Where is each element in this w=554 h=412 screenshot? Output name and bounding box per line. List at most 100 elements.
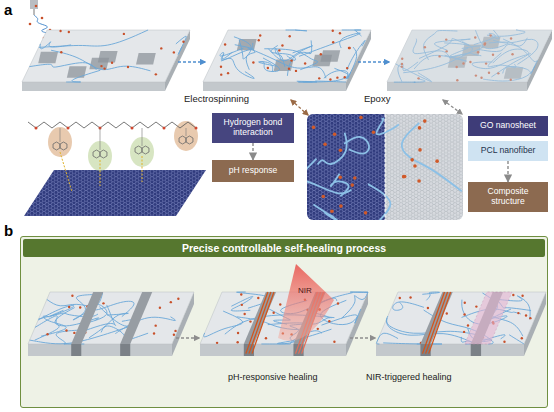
aromatic-ring: [135, 146, 142, 154]
particle: [320, 53, 322, 55]
result-box: pH response: [212, 160, 294, 182]
particle: [348, 47, 350, 49]
syringe: [30, 0, 38, 9]
process-arrow: [350, 337, 375, 338]
go-nanosheet: [89, 58, 109, 69]
slab-front: [28, 344, 172, 356]
node-text: Hydrogen bond interaction: [215, 118, 291, 138]
particle: [464, 302, 466, 304]
bond: [142, 128, 143, 146]
particle: [159, 307, 161, 309]
particle: [364, 211, 368, 215]
crack-notch: [71, 344, 81, 356]
particle: [249, 320, 251, 322]
particle: [336, 76, 338, 78]
result-box: Composite structure: [468, 182, 548, 212]
nanofiber: [176, 36, 186, 54]
node-text: GO nanosheet: [480, 121, 536, 131]
panel-b-illustration: [28, 264, 546, 356]
particle: [446, 312, 448, 314]
particle: [353, 176, 357, 180]
particle: [259, 34, 261, 36]
particle: [29, 23, 32, 26]
particle: [295, 70, 297, 72]
needle: [34, 9, 35, 15]
process-arrow: [443, 100, 462, 114]
particle: [281, 44, 283, 46]
particle: [321, 195, 325, 199]
nanofiber: [271, 45, 296, 60]
nanofiber: [315, 81, 346, 83]
particle: [338, 176, 342, 180]
slab-front: [387, 82, 527, 91]
nanofiber: [342, 292, 368, 318]
polymer-chain: [28, 122, 196, 128]
panel-letter: a: [4, 1, 12, 18]
particle: [60, 51, 62, 53]
go-nanosheet: [320, 50, 340, 61]
graphene-sheet: [24, 170, 206, 216]
crack-notch: [120, 344, 130, 356]
particle: [339, 32, 341, 34]
particle: [418, 148, 422, 152]
particle: [41, 17, 44, 20]
nanofiber: [39, 30, 148, 47]
panel-a-illustration: [22, 0, 552, 115]
particle: [463, 313, 465, 315]
nanofiber: [313, 205, 338, 220]
nanofiber: [115, 317, 175, 334]
crack-notch: [471, 344, 481, 356]
nanofiber: [51, 50, 150, 71]
particle: [332, 41, 334, 43]
nanofiber: [268, 46, 312, 61]
nanofiber: [393, 302, 424, 310]
slab-top: [22, 30, 190, 82]
particle: [288, 35, 290, 37]
particle: [328, 320, 330, 322]
molecular-illustration: [24, 121, 206, 216]
nanofiber: [324, 71, 349, 80]
nanofiber: [344, 137, 369, 154]
nanofiber: [348, 47, 357, 79]
particle: [521, 295, 523, 297]
particle: [339, 204, 343, 208]
particle: [399, 297, 401, 299]
particle: [103, 67, 105, 69]
particle: [317, 328, 319, 330]
particle: [333, 340, 335, 342]
particle: [236, 341, 238, 343]
nanofiber: [231, 296, 253, 311]
particle: [410, 158, 414, 162]
healed-fiber: [429, 292, 451, 354]
particle: [525, 314, 527, 316]
node-text: Composite structure: [471, 187, 545, 207]
particle: [330, 210, 334, 214]
nanofiber: [286, 30, 307, 32]
nanofiber: [221, 58, 254, 78]
aromatic-ring: [93, 150, 100, 158]
particle: [521, 337, 523, 339]
particle: [304, 62, 306, 64]
particle: [252, 61, 254, 63]
particle: [123, 33, 125, 35]
particle: [241, 304, 243, 306]
nanofiber: [297, 81, 317, 83]
nanofiber: [220, 48, 244, 59]
healed-fiber: [426, 292, 448, 354]
particle: [312, 126, 316, 130]
particle: [35, 5, 38, 8]
component-box: PCL nanofiber: [468, 141, 548, 161]
annotation: NIR-triggered healing: [366, 372, 452, 382]
particle: [220, 66, 222, 68]
particle: [173, 51, 175, 53]
go-nanosheet: [136, 53, 156, 64]
nanofiber: [350, 292, 368, 294]
particle: [529, 317, 531, 319]
hydrogen-bond: [142, 156, 143, 182]
go-region: [307, 114, 385, 220]
particle: [403, 175, 407, 179]
bond: [60, 128, 61, 142]
panel-background: [20, 236, 548, 408]
crack-groove: [71, 292, 103, 344]
particle: [279, 303, 281, 305]
